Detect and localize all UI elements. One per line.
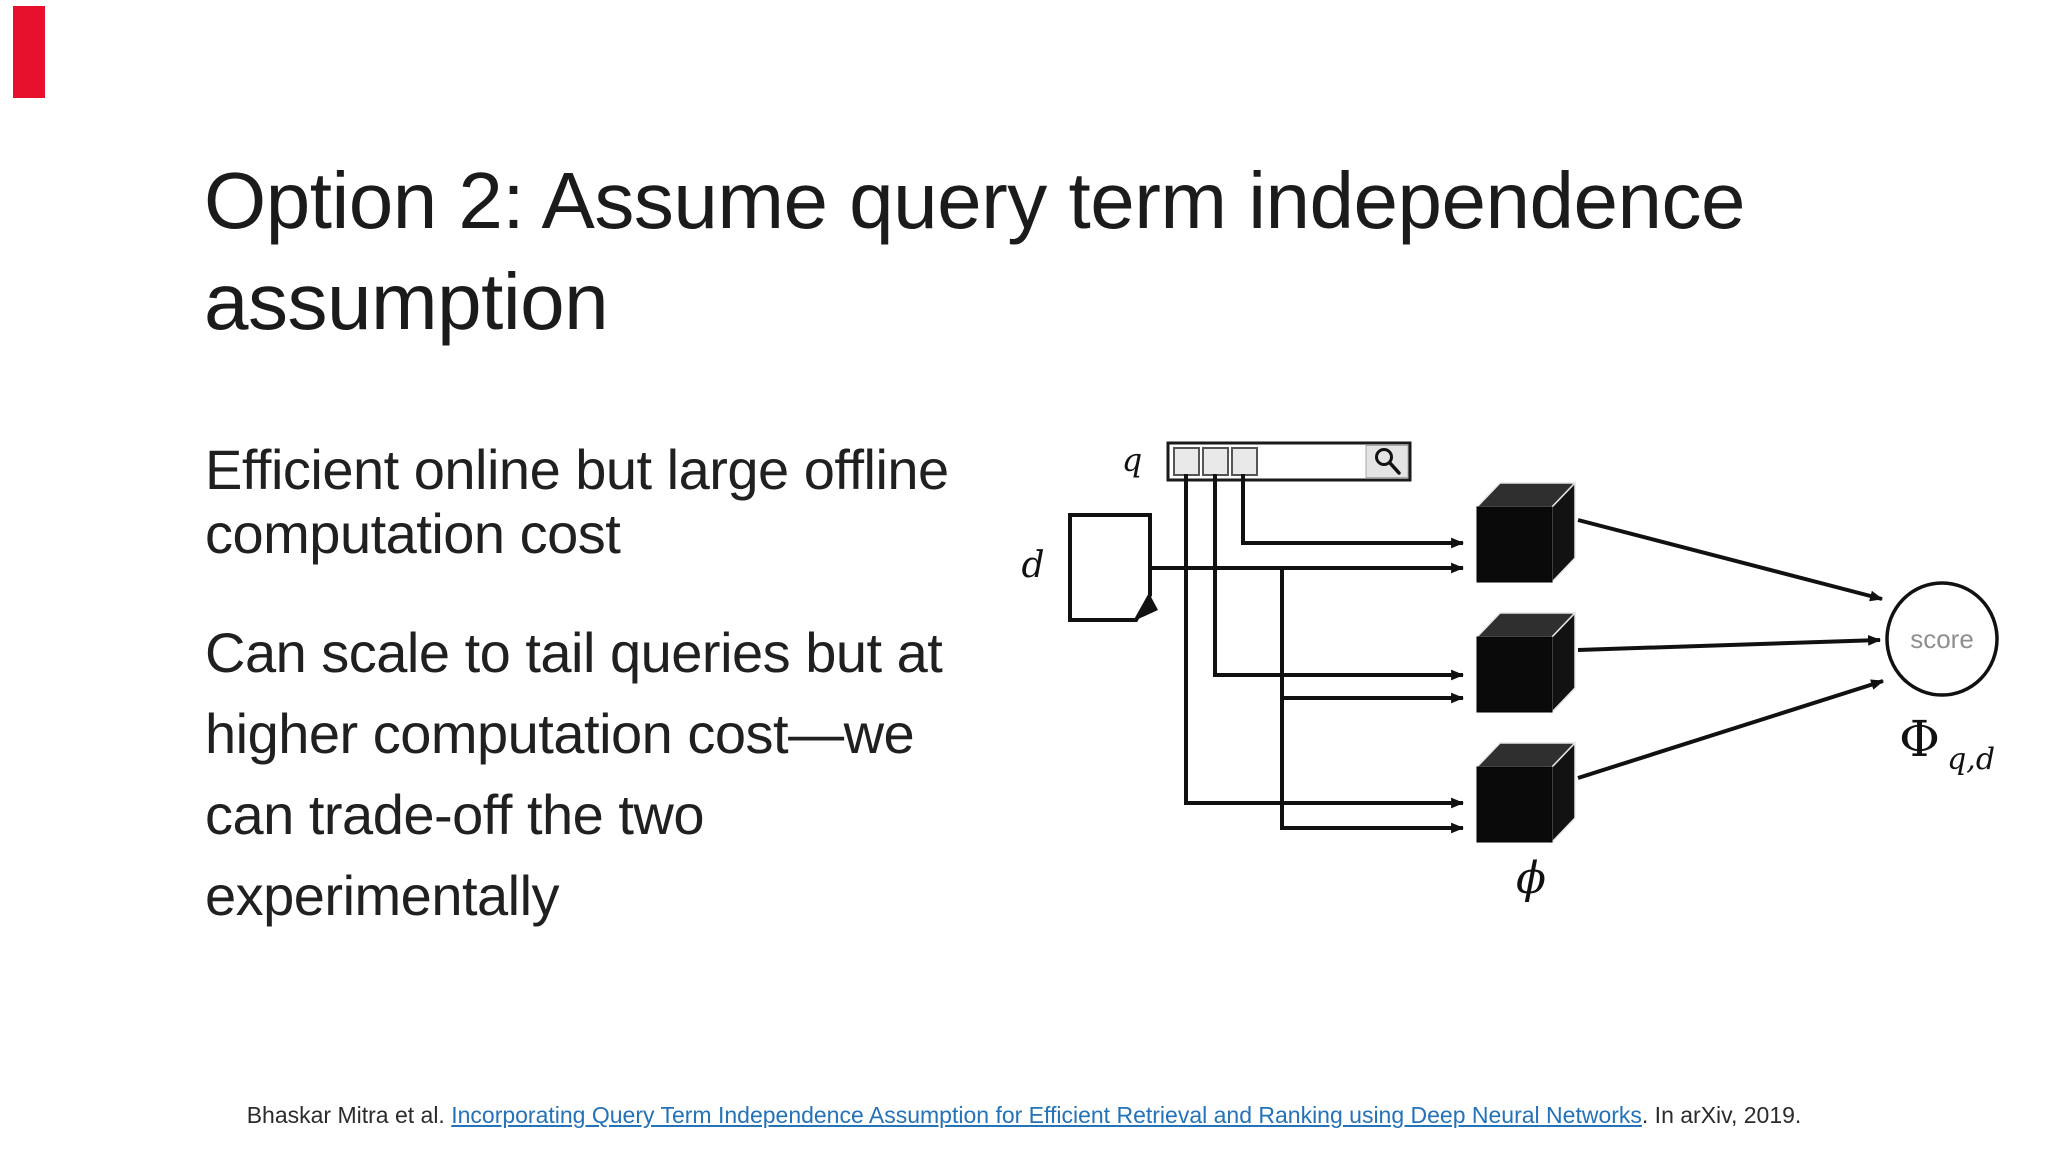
document-label: d bbox=[1021, 545, 1044, 586]
connector-cube1-to-score bbox=[1577, 518, 1884, 602]
document-icon bbox=[1068, 513, 1152, 622]
score-node bbox=[1885, 581, 1999, 697]
body-text-line: computation cost bbox=[205, 502, 621, 565]
phi-model-label: ϕ bbox=[1516, 853, 1546, 904]
phi-subscript: q,d bbox=[1947, 742, 1995, 777]
slide-title-line2: assumption bbox=[204, 257, 609, 346]
model-cube-3 bbox=[1475, 741, 1577, 844]
model-cube-1 bbox=[1475, 481, 1577, 584]
score-node-label: score bbox=[1910, 624, 1974, 654]
phi-symbol: Φ bbox=[1899, 710, 1940, 768]
magnifier-icon bbox=[1375, 448, 1401, 475]
query-label: q bbox=[1122, 441, 1142, 479]
connector-term2-to-cube2 bbox=[1213, 474, 1465, 681]
body-paragraph-offline-cost: Efficient online but large offline compu… bbox=[205, 438, 949, 566]
query-term-token-3 bbox=[1231, 447, 1258, 476]
red-accent-bar bbox=[13, 6, 45, 98]
citation-suffix: . In arXiv, 2019. bbox=[1641, 1102, 1802, 1128]
slide-title-line1: Option 2: Assume query term independence bbox=[204, 156, 1745, 245]
slide-title: Option 2: Assume query term independence… bbox=[204, 150, 1964, 352]
query-term-token-2 bbox=[1202, 447, 1229, 476]
citation-prefix: Bhaskar Mitra et al. bbox=[246, 1102, 452, 1128]
connector-doc-to-cube3 bbox=[1280, 568, 1465, 834]
body-text-line: Can scale to tail queries but at bbox=[205, 621, 943, 684]
body-paragraph-tail-queries: Can scale to tail queries but at higher … bbox=[205, 612, 943, 936]
body-text-line: Efficient online but large offline bbox=[205, 438, 949, 501]
query-term-token-1 bbox=[1173, 447, 1200, 476]
phi-output-label: Φ q,d bbox=[1899, 710, 1995, 777]
connector-term1-to-cube3 bbox=[1184, 474, 1465, 809]
connector-term3-to-cube1 bbox=[1241, 474, 1465, 549]
connector-cube3-to-score bbox=[1577, 679, 1885, 780]
connector-cube2-to-score bbox=[1577, 634, 1882, 652]
body-text-line: can trade-off the two bbox=[205, 783, 705, 846]
body-text-line: experimentally bbox=[205, 864, 560, 927]
document-folded-corner bbox=[1136, 595, 1158, 620]
body-text-line: higher computation cost—we bbox=[205, 702, 915, 765]
citation-footer: Bhaskar Mitra et al. Incorporating Query… bbox=[0, 1102, 2048, 1129]
citation-link[interactable]: Incorporating Query Term Independence As… bbox=[451, 1102, 1642, 1128]
model-cube-2 bbox=[1475, 611, 1577, 714]
